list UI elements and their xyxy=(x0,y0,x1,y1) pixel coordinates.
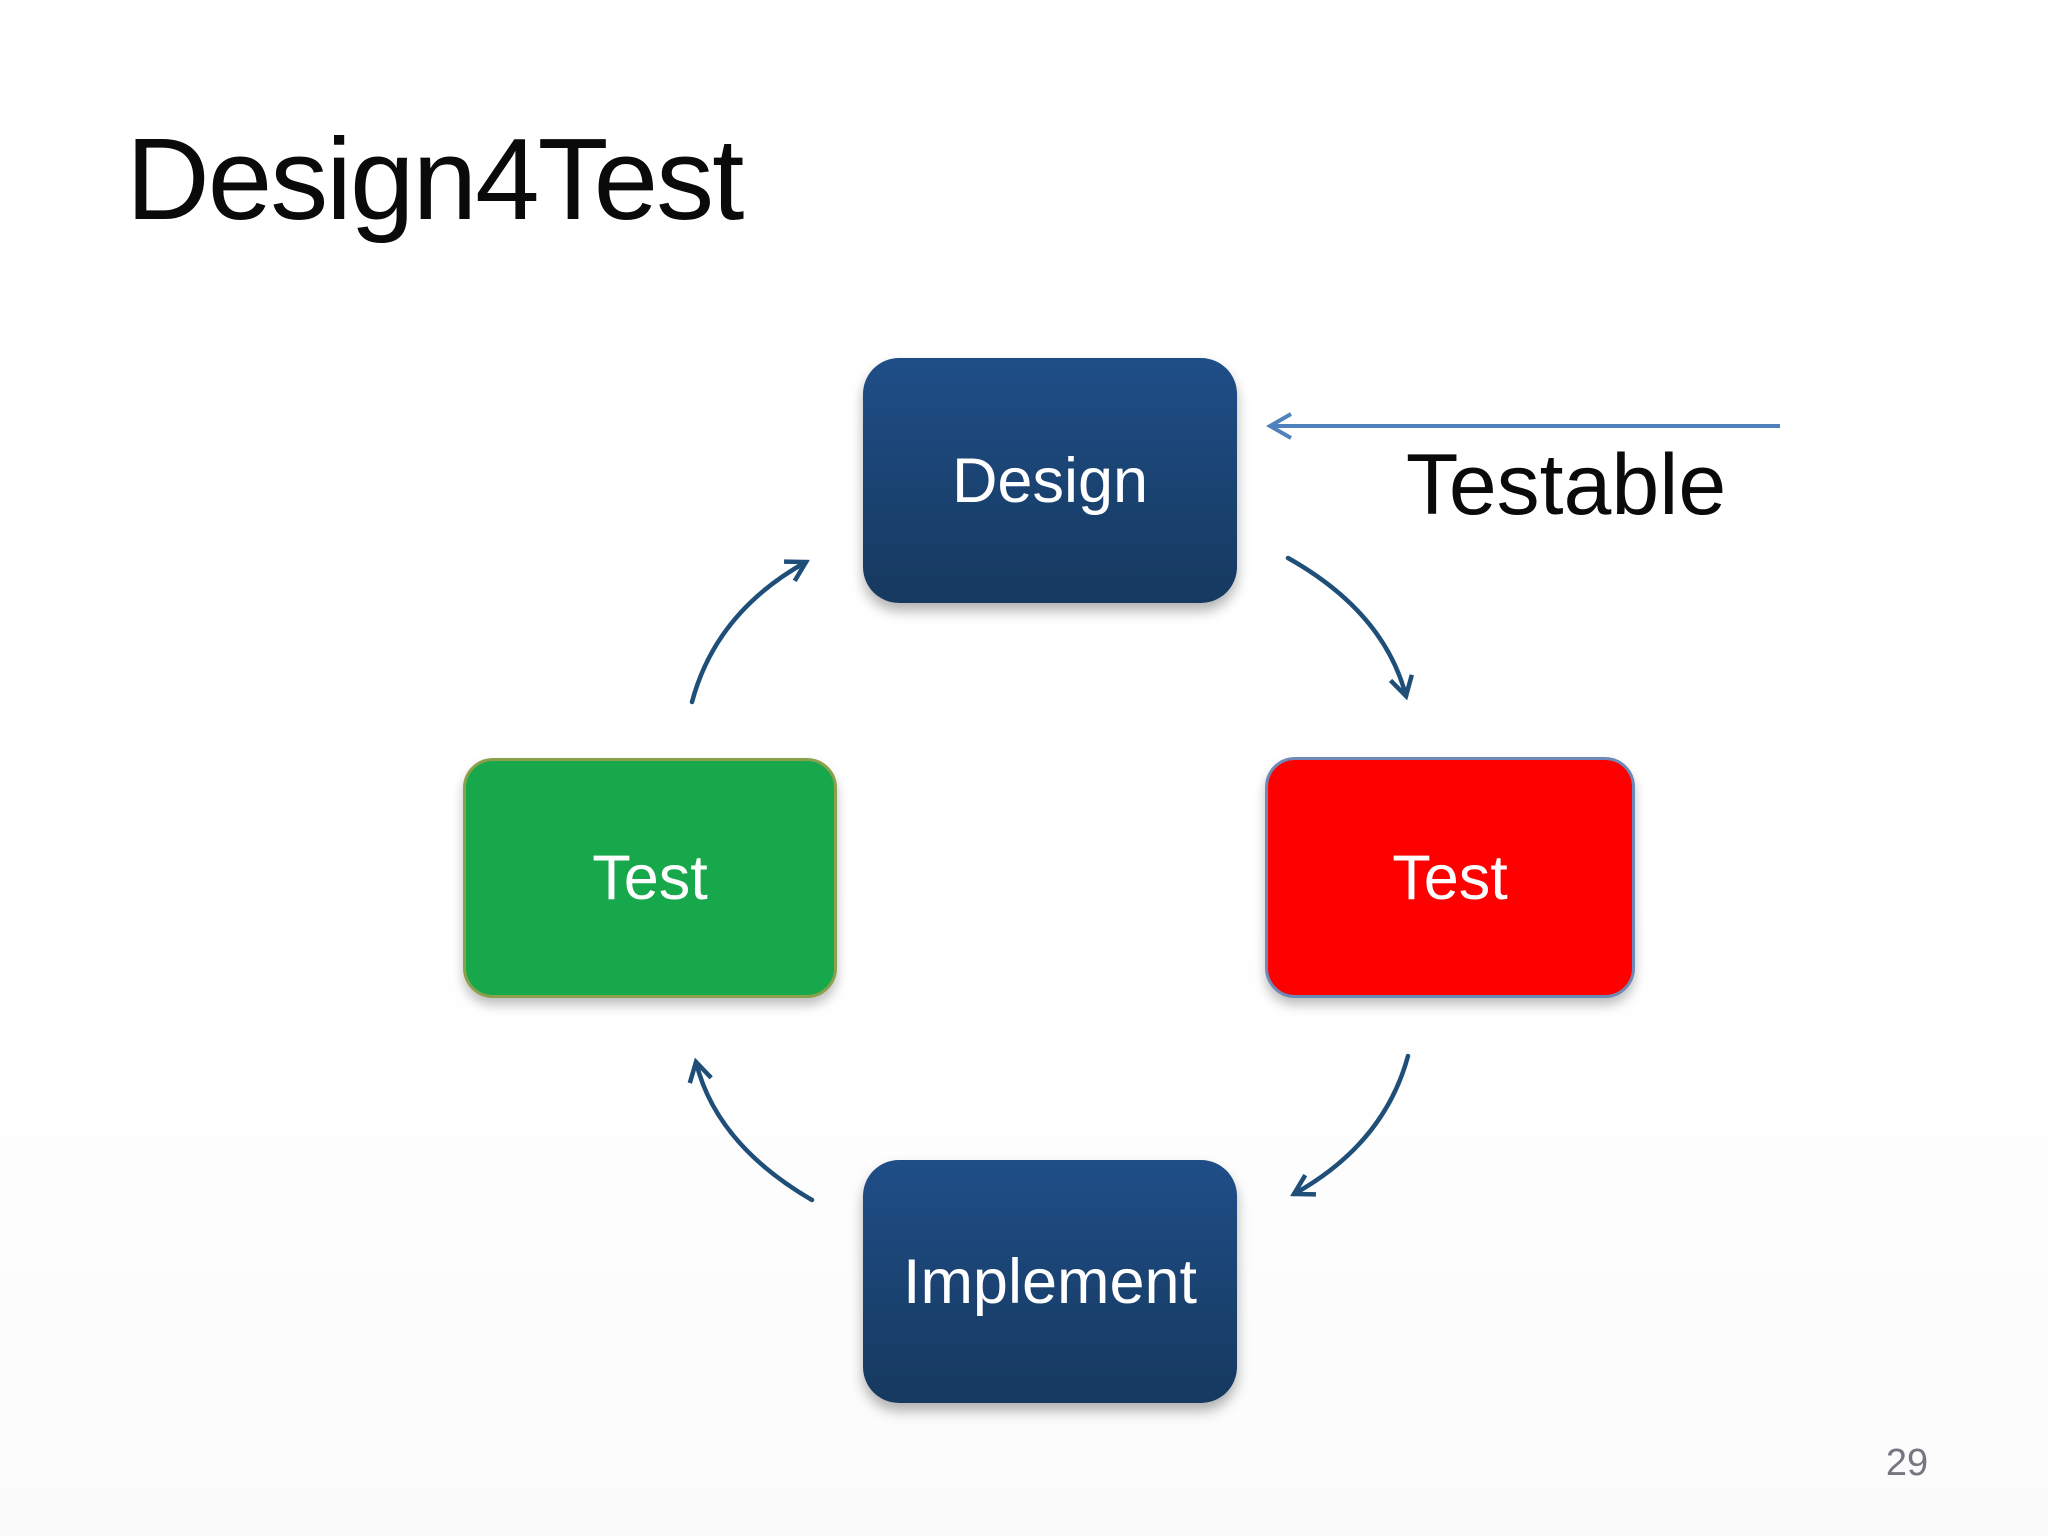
arrow-test-right-to-implement xyxy=(1290,1053,1411,1197)
slide-title: Design4Test xyxy=(126,114,744,244)
node-design-label: Design xyxy=(951,445,1149,516)
node-design: Design xyxy=(863,358,1237,603)
node-implement: Implement xyxy=(863,1160,1237,1403)
node-test-left: Test xyxy=(463,758,837,998)
node-test-right: Test xyxy=(1265,757,1635,998)
testable-annotation: Testable xyxy=(1405,437,1727,533)
arrow-test-left-to-design xyxy=(689,559,810,705)
node-implement-label: Implement xyxy=(902,1246,1198,1317)
node-test-right-label: Test xyxy=(1392,842,1508,913)
node-test-left-label: Test xyxy=(592,843,708,913)
page-number: 29 xyxy=(1885,1442,1929,1484)
arrow-implement-to-test-left xyxy=(687,1057,815,1203)
arrow-design-to-test-right xyxy=(1285,555,1414,701)
